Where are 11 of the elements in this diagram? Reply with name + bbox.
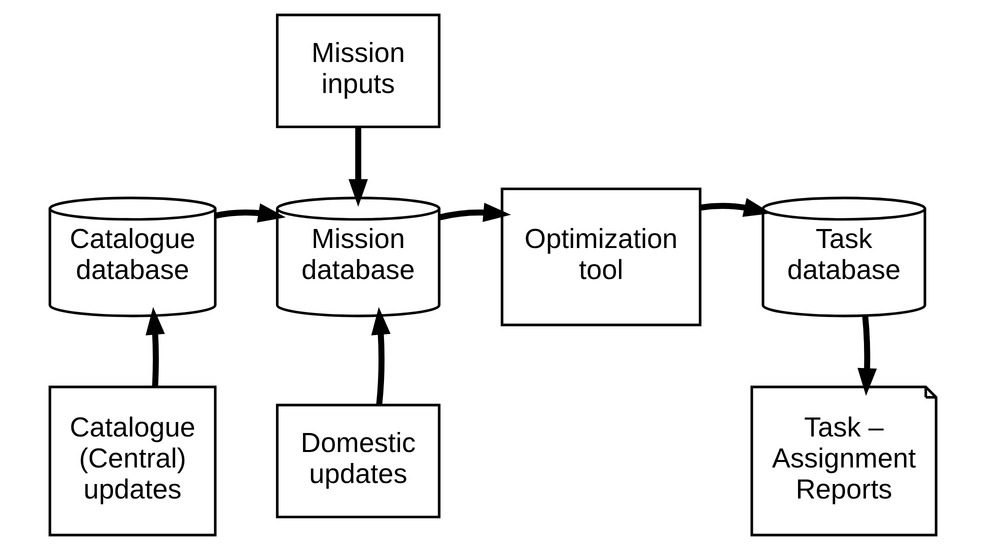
arrow <box>371 307 391 405</box>
node-box: Optimization tool <box>500 188 702 326</box>
arrow <box>146 307 165 387</box>
arrow <box>348 126 368 207</box>
arrow <box>438 202 511 222</box>
arrow <box>700 198 772 217</box>
node-box: Catalogue (Central) updates <box>48 386 217 536</box>
node-box: Mission inputs <box>276 14 440 128</box>
node-box: Domestic updates <box>276 404 440 518</box>
arrow <box>214 203 286 222</box>
arrow <box>858 316 877 396</box>
